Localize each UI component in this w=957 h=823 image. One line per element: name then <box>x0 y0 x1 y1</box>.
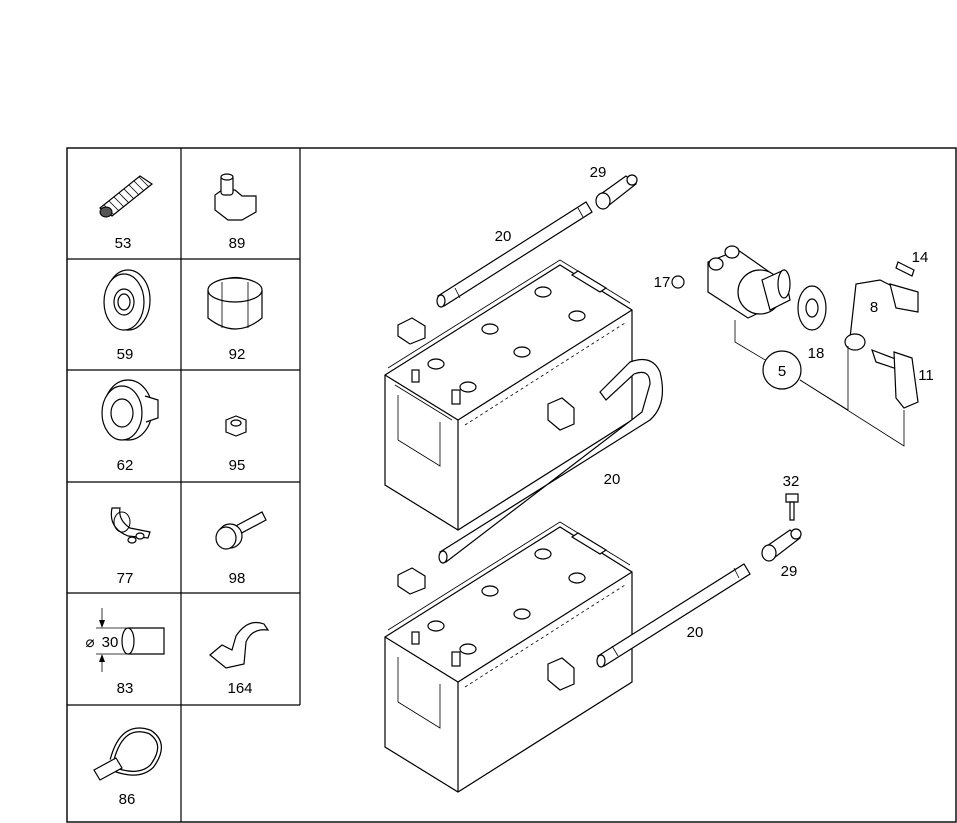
part-83-icon <box>96 608 165 672</box>
cable-20-lower <box>596 563 751 668</box>
legend-grid <box>67 148 301 822</box>
callout-11: 11 <box>918 367 934 384</box>
part-18-ring <box>797 285 827 331</box>
cable-20-upper <box>436 201 593 308</box>
part-89-icon <box>214 173 257 221</box>
legend-label-62: 62 <box>117 457 134 474</box>
callout-8: 8 <box>870 299 878 316</box>
part-59-icon <box>103 269 151 331</box>
part-86-icon <box>93 727 162 781</box>
battery-upper <box>384 259 633 531</box>
callout-5-circle <box>762 350 802 390</box>
cable-20-middle <box>438 359 663 564</box>
callout-5: 5 <box>778 363 786 380</box>
part-53-icon <box>98 175 154 218</box>
legend-label-95: 95 <box>229 457 246 474</box>
callout-17: 17 <box>654 274 671 291</box>
callout-32: 32 <box>783 473 800 490</box>
part-95-icon <box>225 415 247 437</box>
legend-label-77: 77 <box>117 570 134 587</box>
callout-20-middle: 20 <box>604 471 621 488</box>
part-98-icon <box>215 511 267 550</box>
legend-label-89: 89 <box>229 235 246 252</box>
diagram-frame <box>66 147 957 823</box>
legend-label-98: 98 <box>229 570 246 587</box>
dimension-symbol: ⌀ <box>85 634 94 651</box>
legend-label-59: 59 <box>117 346 134 363</box>
part-29-lower <box>761 528 802 562</box>
callout-5-leaders <box>734 320 905 447</box>
dimension-value: 30 <box>102 634 119 651</box>
legend-label-53: 53 <box>115 235 132 252</box>
legend-label-83: 83 <box>117 680 134 697</box>
battery-switch-assembly <box>671 245 791 319</box>
part-11-holder <box>871 348 919 409</box>
legend-label-164: 164 <box>227 680 252 697</box>
battery-lower-caps <box>427 548 586 655</box>
callout-29-upper: 29 <box>590 164 607 181</box>
part-92-icon <box>207 277 263 330</box>
part-164-icon <box>209 621 270 669</box>
part-14-screw <box>895 261 915 277</box>
part-8-key <box>844 279 919 351</box>
callout-29-lower: 29 <box>781 563 798 580</box>
callout-20-upper: 20 <box>495 228 512 245</box>
callout-14: 14 <box>912 249 929 266</box>
legend-label-92: 92 <box>229 346 246 363</box>
part-62-icon <box>101 379 159 441</box>
part-77-icon <box>110 507 151 544</box>
part-32-screw <box>785 493 799 521</box>
battery-lower <box>384 521 633 793</box>
callout-20-lower: 20 <box>687 624 704 641</box>
part-29-upper <box>595 174 638 210</box>
callout-18: 18 <box>808 345 825 362</box>
legend-label-86: 86 <box>119 791 136 808</box>
battery-upper-caps <box>427 286 586 393</box>
terminal-clamps <box>397 317 575 691</box>
